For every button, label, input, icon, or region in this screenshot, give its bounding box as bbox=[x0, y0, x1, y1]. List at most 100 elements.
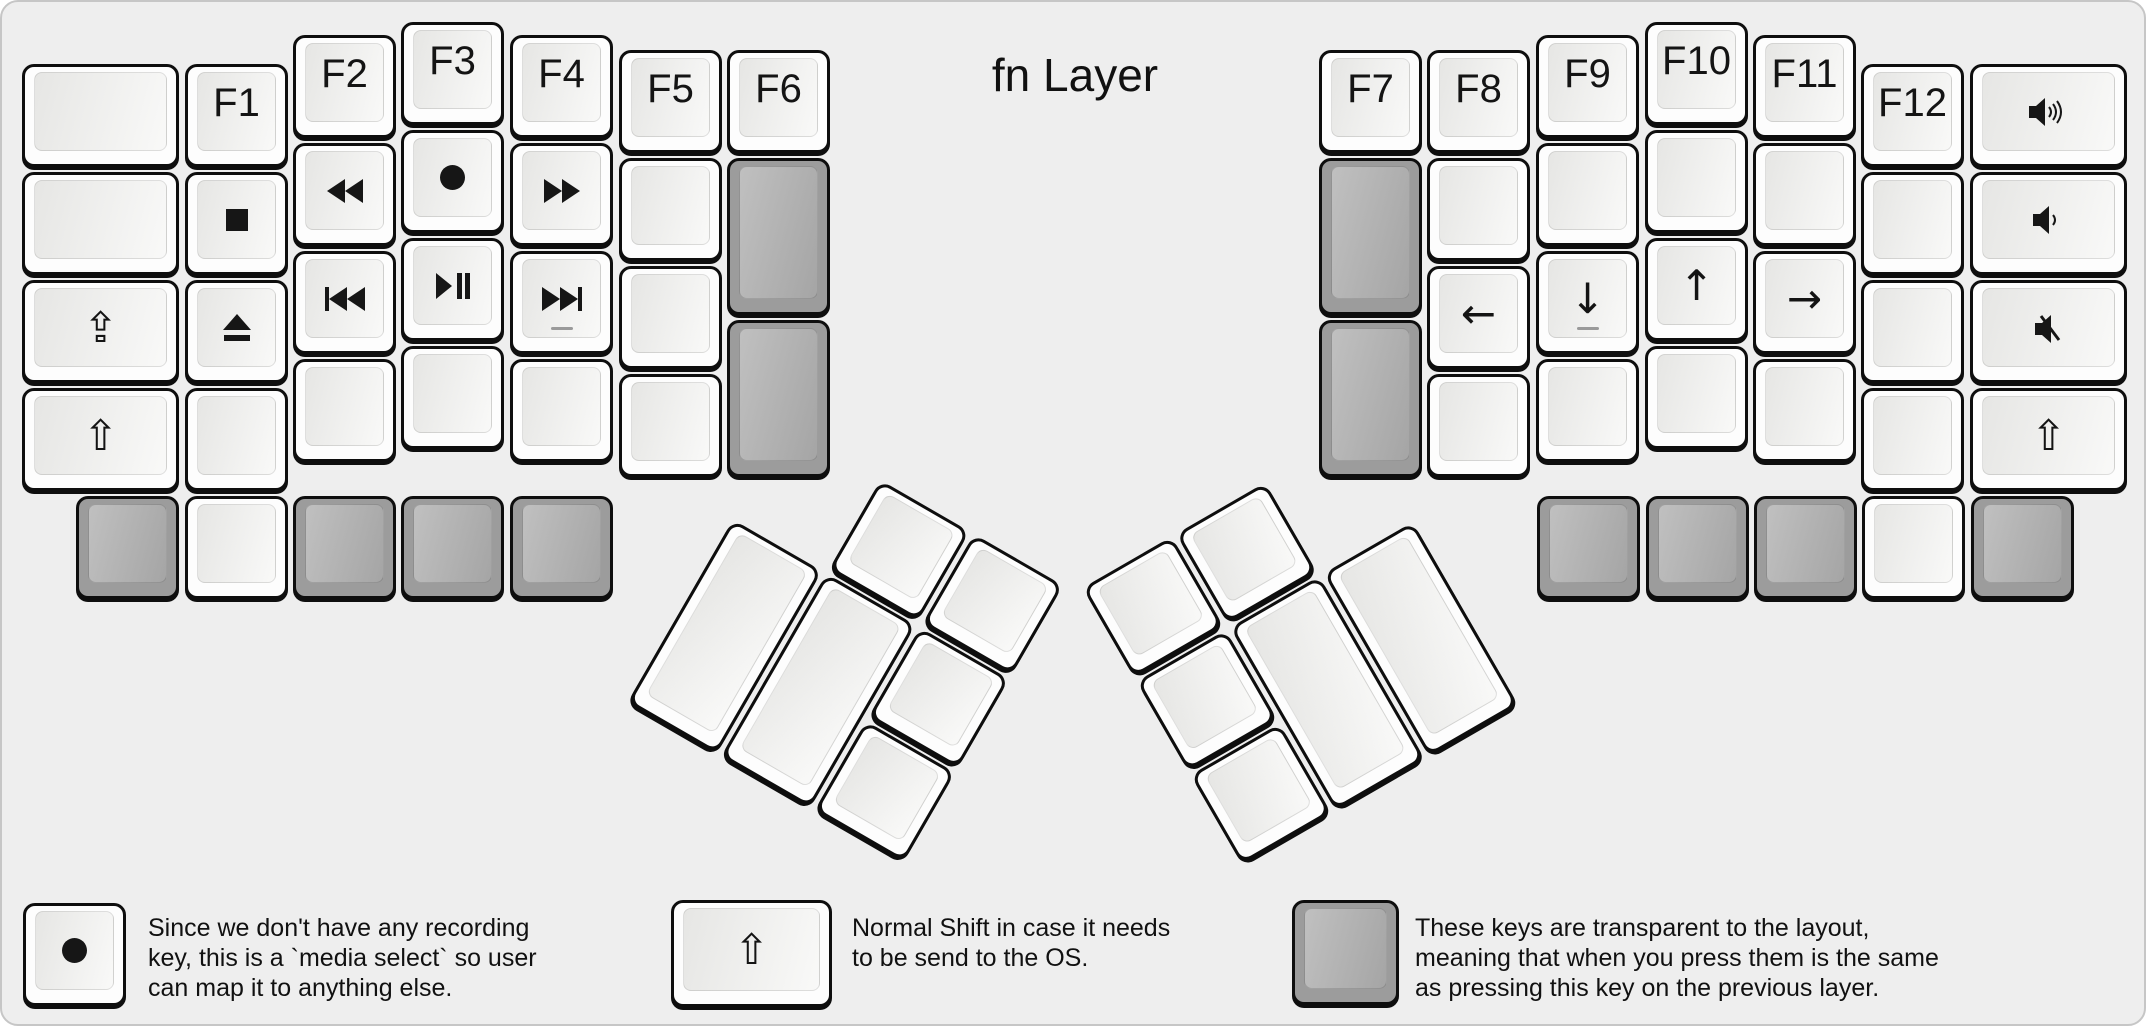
next-track-icon bbox=[523, 260, 600, 337]
key-blank-r2r1 bbox=[1536, 143, 1639, 246]
key-blank-l0r1-surface bbox=[34, 180, 167, 259]
key-f6-surface: F6 bbox=[739, 58, 818, 137]
key-arrow-right-surface: → bbox=[1765, 259, 1844, 338]
key-blank-l3r3 bbox=[401, 346, 504, 449]
key-arrow-right-glyph: → bbox=[1786, 274, 1823, 323]
key-blank-l0r1 bbox=[22, 172, 179, 275]
key-blank-l5r1-surface bbox=[631, 166, 710, 245]
key-shift-right: ⇧ bbox=[1970, 388, 2127, 491]
key-f5: F5 bbox=[619, 50, 722, 153]
key-f8-surface: F8 bbox=[1439, 58, 1518, 137]
key-blank-r5r3 bbox=[1861, 388, 1964, 491]
record-icon bbox=[414, 139, 491, 216]
key-thumb-right-4-surface bbox=[1204, 736, 1313, 845]
key-blank-l3r3-surface bbox=[413, 354, 492, 433]
prev-track-icon bbox=[306, 260, 383, 337]
key-f9: F9 bbox=[1536, 35, 1639, 138]
key-blank-l2r3-surface bbox=[305, 367, 384, 446]
legend-key-shift: ⇧ bbox=[671, 900, 832, 1007]
key-transparent-rb1-surface bbox=[1658, 504, 1737, 583]
key-play-pause bbox=[401, 238, 504, 341]
fast-forward-icon bbox=[523, 152, 600, 229]
play-pause-icon bbox=[414, 247, 491, 324]
key-blank-l4r3 bbox=[510, 359, 613, 462]
key-blank-l0r0-surface bbox=[34, 72, 167, 151]
key-f8-label: F8 bbox=[1455, 67, 1502, 111]
key-caps-lock-surface: ⇪ bbox=[34, 288, 167, 367]
key-f10: F10 bbox=[1645, 22, 1748, 125]
key-transparent-lb0-surface bbox=[88, 504, 167, 583]
key-blank-r4r3-surface bbox=[1765, 367, 1844, 446]
key-transparent-lb3 bbox=[401, 496, 504, 599]
key-mute bbox=[1970, 280, 2127, 383]
key-thumb-right-2-surface bbox=[1190, 495, 1299, 604]
legend-line: Since we don't have any recording bbox=[148, 914, 530, 942]
key-transparent-rb0 bbox=[1537, 496, 1640, 599]
key-blank-l5r3 bbox=[619, 374, 722, 477]
key-thumb-right-1-surface bbox=[1096, 549, 1205, 658]
key-f10-surface: F10 bbox=[1657, 30, 1736, 109]
key-next-track-surface bbox=[522, 259, 601, 338]
key-f4-label: F4 bbox=[538, 52, 585, 96]
key-record bbox=[401, 130, 504, 233]
legend-key-shift-surface: ⇧ bbox=[683, 908, 820, 991]
key-transparent-r0b-surface bbox=[1331, 328, 1410, 461]
key-blank-r2r3 bbox=[1536, 359, 1639, 462]
legend-line: key, this is a `media select` so user bbox=[148, 944, 537, 972]
key-shift-left: ⇧ bbox=[22, 388, 179, 491]
homing-bar bbox=[1576, 327, 1599, 330]
record-icon bbox=[36, 912, 113, 989]
key-caps-lock-glyph: ⇪ bbox=[82, 303, 119, 352]
key-transparent-rb2-surface bbox=[1766, 504, 1845, 583]
key-blank-r5r1 bbox=[1861, 172, 1964, 275]
key-transparent-rb2 bbox=[1754, 496, 1857, 599]
key-f3-label: F3 bbox=[429, 39, 476, 83]
key-blank-rb3-surface bbox=[1874, 504, 1953, 583]
key-thumb-left-5-surface bbox=[886, 640, 995, 749]
key-transparent-lb4-surface bbox=[522, 504, 601, 583]
key-thumb-left-1-surface bbox=[847, 492, 956, 601]
key-blank-r1r1 bbox=[1427, 158, 1530, 261]
mute-icon bbox=[1983, 289, 2114, 366]
key-fast-forward bbox=[510, 143, 613, 246]
key-eject-surface bbox=[197, 288, 276, 367]
legend-line: Normal Shift in case it needs bbox=[852, 914, 1171, 942]
key-blank-r5r2 bbox=[1861, 280, 1964, 383]
key-f11-surface: F11 bbox=[1765, 43, 1844, 122]
key-thumb-left-2-surface bbox=[940, 546, 1049, 655]
legend-key-transparent-surface bbox=[1304, 908, 1387, 989]
key-transparent-l6b bbox=[727, 320, 830, 477]
key-blank-lb1 bbox=[185, 496, 288, 599]
key-transparent-rb4-surface bbox=[1983, 504, 2062, 583]
key-blank-r2r3-surface bbox=[1548, 367, 1627, 446]
key-transparent-r0b bbox=[1319, 320, 1422, 477]
key-f10-label: F10 bbox=[1662, 39, 1731, 83]
key-arrow-down: ↓ bbox=[1536, 251, 1639, 354]
key-arrow-up: ↑ bbox=[1645, 238, 1748, 341]
key-blank-r5r1-surface bbox=[1873, 180, 1952, 259]
key-shift-left-surface: ⇧ bbox=[34, 396, 167, 475]
key-blank-r3r3-surface bbox=[1657, 354, 1736, 433]
key-f9-surface: F9 bbox=[1548, 43, 1627, 122]
key-blank-l4r3-surface bbox=[522, 367, 601, 446]
key-blank-r3r1-surface bbox=[1657, 138, 1736, 217]
key-f6: F6 bbox=[727, 50, 830, 153]
key-transparent-rb4 bbox=[1971, 496, 2074, 599]
key-blank-l1r3-surface bbox=[197, 396, 276, 475]
key-fast-forward-surface bbox=[522, 151, 601, 230]
key-arrow-up-glyph: ↑ bbox=[1678, 261, 1715, 310]
key-arrow-left: ← bbox=[1427, 266, 1530, 369]
key-transparent-lb3-surface bbox=[413, 504, 492, 583]
key-volume-down-surface bbox=[1982, 180, 2115, 259]
stop-icon bbox=[198, 181, 275, 258]
key-f5-label: F5 bbox=[647, 67, 694, 111]
key-f3: F3 bbox=[401, 22, 504, 125]
key-f9-label: F9 bbox=[1564, 52, 1611, 96]
key-f7: F7 bbox=[1319, 50, 1422, 153]
key-transparent-lb2 bbox=[293, 496, 396, 599]
key-transparent-rb0-surface bbox=[1549, 504, 1628, 583]
key-prev-track bbox=[293, 251, 396, 354]
key-f2-label: F2 bbox=[321, 52, 368, 96]
